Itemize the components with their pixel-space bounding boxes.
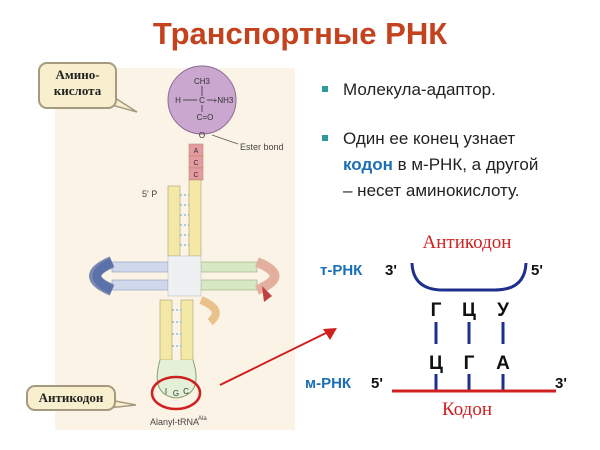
- codon-heading: Кодон: [442, 399, 492, 420]
- bullet-1: Молекула-адаптор.: [322, 77, 572, 105]
- figure-caption-sup: Ala: [198, 416, 207, 422]
- pointer-arrow: [219, 331, 329, 386]
- anticodon-letter: У: [497, 300, 509, 321]
- acceptor-stem: [167, 179, 202, 257]
- trna-3prime: 3': [385, 262, 397, 279]
- codon-letter: Г: [464, 353, 475, 374]
- codon-letter: А: [496, 353, 510, 374]
- codon-letter: Ц: [429, 353, 443, 374]
- anticodon-letter: Ц: [462, 300, 476, 321]
- nh3-label: +NH3: [213, 96, 234, 105]
- acceptor-base: A: [194, 148, 199, 155]
- anticodon-stem: [159, 299, 194, 361]
- ch3-label: CH3: [194, 77, 211, 86]
- amino-acid-circle: [167, 65, 237, 135]
- bullet-1-text: Молекула-адаптор.: [343, 80, 496, 99]
- ester-bond-leader: [211, 134, 239, 145]
- carbonyl-label: C=O: [197, 113, 214, 122]
- anticodon-loop: [156, 359, 197, 399]
- codon-keyword: кодон: [343, 155, 393, 174]
- c-label: C: [199, 96, 205, 105]
- mrna-3prime: 3': [555, 375, 567, 392]
- ester-bond-label: Ester bond: [240, 142, 284, 152]
- bullet-2-line-2-rest: в м-РНК, а другой: [392, 155, 539, 174]
- anticodon-letter: Г: [431, 300, 442, 321]
- anticodon-heading: Антикодон: [423, 232, 512, 253]
- trna-strand: [410, 262, 528, 292]
- bullet-marker: [322, 86, 328, 92]
- mrna-5prime: 5': [371, 375, 383, 392]
- amino-callout-text: Амино- кислота: [53, 67, 102, 98]
- page-title: Транспортные РНК: [152, 16, 448, 51]
- bullet-2-line-2: кодон в м-РНК, а другой: [343, 152, 538, 178]
- h-label: H: [175, 96, 181, 105]
- mrna-label: м-РНК: [305, 375, 352, 392]
- five-prime-label: 5′ P: [142, 189, 157, 199]
- acceptor-base: C: [193, 160, 198, 167]
- anticodon-base: I: [165, 387, 167, 396]
- anticodon-base: C: [183, 387, 189, 396]
- acceptor-end: A C C: [188, 143, 204, 181]
- o-label: O: [199, 131, 205, 140]
- acceptor-base: C: [193, 172, 198, 179]
- bullet-marker: [322, 135, 328, 141]
- anticodon-callout: Антикодон: [26, 385, 116, 411]
- amino-acid-callout: Амино- кислота: [38, 62, 117, 109]
- anticodon-callout-text: Антикодон: [38, 390, 104, 405]
- trna-5prime: 5': [531, 262, 543, 279]
- trna-label: т-РНК: [320, 262, 363, 279]
- bullet-2-text: Один ее конец узнает кодон в м-РНК, а др…: [343, 126, 538, 204]
- anticodon-base: G: [173, 389, 179, 398]
- bullet-2-line-1: Один ее конец узнает: [343, 129, 516, 148]
- figure-caption: Alanyl-tRNA: [150, 417, 199, 427]
- bullet-2-line-3: – несет аминокислоту.: [343, 181, 520, 200]
- bullet-2: Один ее конец узнает кодон в м-РНК, а др…: [322, 126, 572, 208]
- anticodon-highlight: [150, 375, 202, 411]
